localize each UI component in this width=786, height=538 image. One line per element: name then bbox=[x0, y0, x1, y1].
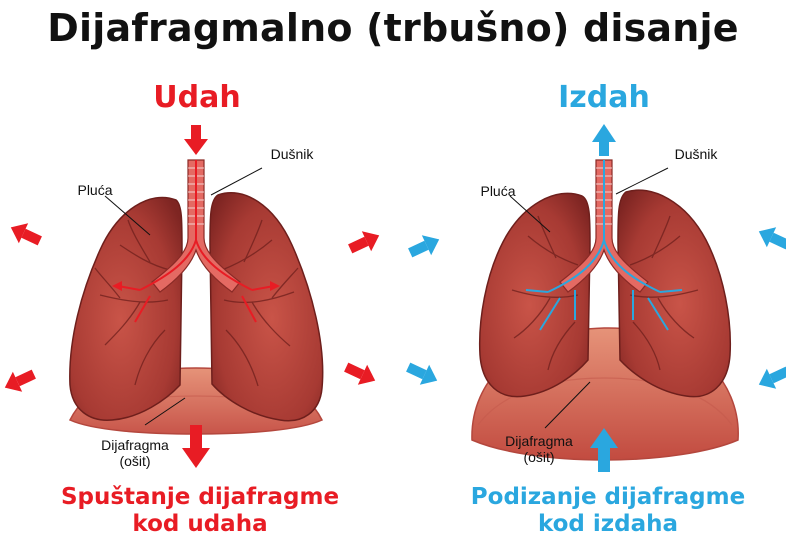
exhale-lungs-label: Pluća bbox=[463, 183, 533, 199]
exhale-caption-line1: Podizanje dijafragme bbox=[448, 484, 768, 511]
exhale-trachea-label: Dušnik bbox=[656, 146, 736, 162]
exhale-diaphragm-alt: (ošit) bbox=[484, 449, 594, 465]
exhale-right-lung bbox=[618, 190, 730, 397]
inhale-air-in-arrow bbox=[184, 125, 208, 155]
inhale-diaphragm-alt: (ošit) bbox=[80, 453, 190, 469]
inhale-caption-line1: Spuštanje dijafragme bbox=[40, 484, 360, 511]
inhale-right-lung bbox=[210, 193, 323, 421]
inhale-caption: Spuštanje dijafragme kod udaha bbox=[40, 484, 360, 538]
exhale-caption-line2: kod izdaha bbox=[448, 511, 768, 538]
inhale-lungs-label: Pluća bbox=[60, 182, 130, 198]
inhale-caption-line2: kod udaha bbox=[40, 511, 360, 538]
exhale-diaphragm-label: Dijafragma (ošit) bbox=[484, 433, 594, 465]
exhale-diaphragm-name: Dijafragma bbox=[484, 433, 594, 449]
inhale-diaphragm-label: Dijafragma (ošit) bbox=[80, 437, 190, 469]
exhale-caption: Podizanje dijafragme kod izdaha bbox=[448, 484, 768, 538]
inhale-panel bbox=[0, 125, 384, 468]
inhale-diaphragm-name: Dijafragma bbox=[80, 437, 190, 453]
inhale-trachea-label: Dušnik bbox=[252, 146, 332, 162]
exhale-panel bbox=[404, 124, 786, 472]
exhale-air-out-arrow bbox=[592, 124, 616, 156]
inhale-left-lung bbox=[70, 197, 182, 420]
